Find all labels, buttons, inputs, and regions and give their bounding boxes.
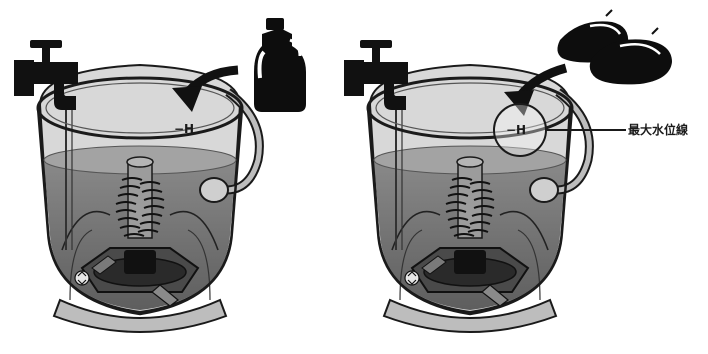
right-level-mark: −H (506, 123, 526, 137)
slippers-icon (557, 9, 672, 85)
left-level-mark: −H (174, 122, 194, 136)
left-panel: −H (14, 18, 306, 332)
detergent-bottle-icon (254, 18, 306, 112)
max-water-line-label: 最大水位線 (628, 122, 688, 137)
right-panel: −H 最大水位線 (344, 9, 688, 332)
